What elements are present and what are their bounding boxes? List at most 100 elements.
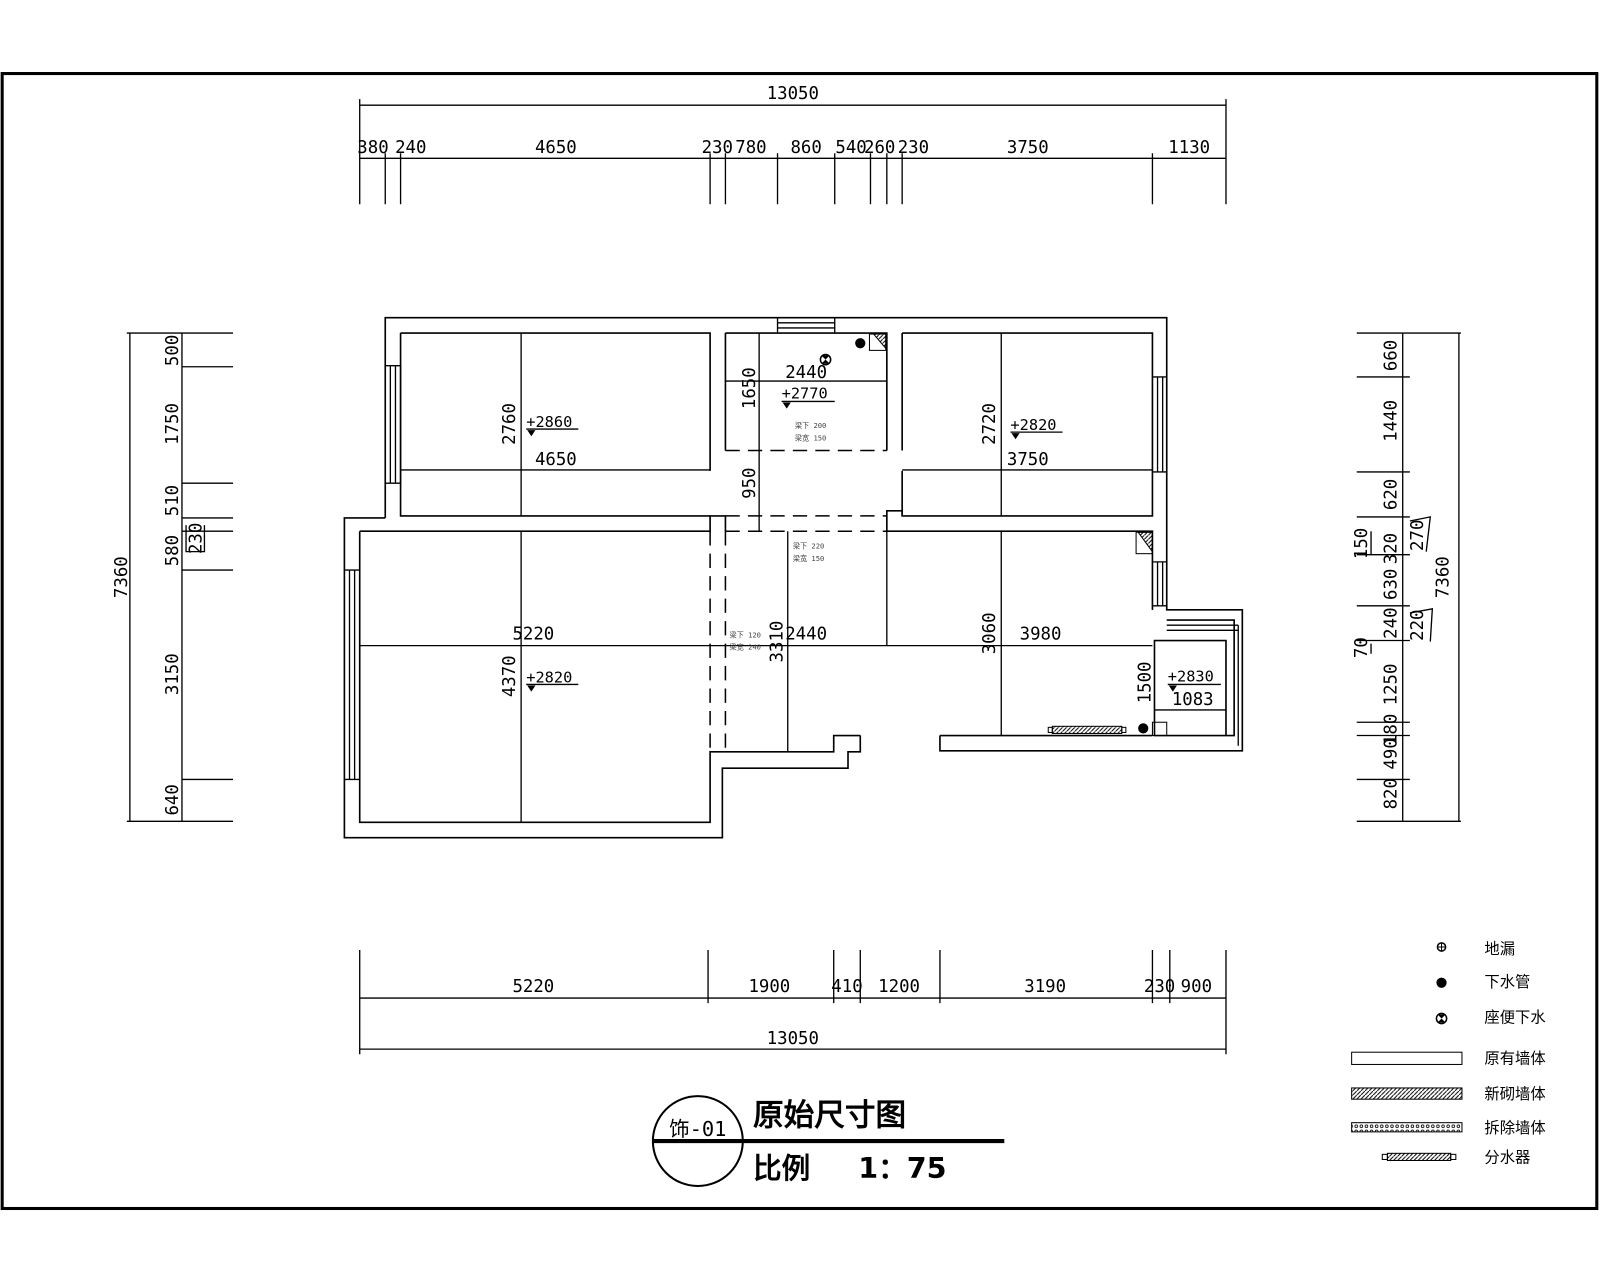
dim-segment: 620: [1382, 479, 1402, 510]
dim-segment: 820: [1382, 778, 1402, 809]
dim-extra: 220: [1408, 610, 1428, 641]
legend-label: 下水管: [1484, 973, 1530, 991]
drain-pipe-icon: [855, 338, 866, 349]
dim-segment: 1750: [163, 403, 183, 445]
legend-label: 新砌墙体: [1484, 1085, 1545, 1103]
bathroom-height: 1650: [740, 367, 760, 409]
dim-segment: 230: [702, 138, 733, 158]
dim-segment: 240: [395, 138, 426, 158]
drawing-title: 原始尺寸图: [753, 1099, 906, 1134]
dim-segment: 1440: [1382, 400, 1402, 442]
balcony-height: 1500: [1135, 661, 1155, 703]
beam-note: 梁宽 150: [795, 433, 826, 442]
existing-wall-icon: [1351, 1051, 1463, 1065]
dim-extra: 150: [1352, 528, 1372, 559]
dim-segment: 630: [1382, 569, 1402, 600]
shaft-icon: [868, 333, 887, 351]
scale-label: 比例: [753, 1151, 810, 1185]
dim-segment: 540: [835, 138, 866, 158]
dim-segment: 1250: [1382, 664, 1402, 706]
dim-segment: 3150: [163, 653, 183, 695]
beam-note: 梁宽 240: [730, 643, 761, 652]
living-height: 3060: [980, 612, 1000, 654]
bottom-dimensions: 13050 5220 1900 410 1200 3190 230 900: [359, 950, 1227, 1055]
legend-label: 分水器: [1484, 1149, 1530, 1167]
walls: [343, 316, 1244, 839]
water-manifold-icon: [1047, 725, 1127, 734]
legend-label: 座便下水: [1484, 1009, 1545, 1027]
bedroom-nw-width: 4650: [535, 450, 577, 470]
drain-pipe-icon: [1436, 977, 1447, 988]
fixtures: [819, 333, 1168, 737]
dining-width: 2440: [785, 624, 827, 644]
dim-segment: 1900: [748, 977, 790, 997]
dim-segment: 640: [163, 784, 183, 815]
dim-segment: 5220: [512, 977, 554, 997]
water-manifold-icon: [1381, 1152, 1457, 1161]
dim-segment: 900: [1181, 977, 1212, 997]
dim-segment: 4650: [535, 138, 577, 158]
dim-segment: 860: [790, 138, 821, 158]
dim-segment: 580: [163, 535, 183, 566]
pipe-box: [1151, 721, 1168, 737]
dim-segment: 230: [898, 138, 929, 158]
dim-extra: 70: [1352, 637, 1372, 658]
dim-segment: 1130: [1168, 138, 1210, 158]
dim-segment: 180: [1382, 714, 1402, 745]
dim-segment: 380: [357, 138, 388, 158]
legend-label: 地漏: [1484, 940, 1515, 958]
beam-note: 梁宽 150: [793, 554, 824, 563]
dim-segment: 3190: [1024, 977, 1066, 997]
sheet-border: [0, 72, 1599, 1211]
bathroom-width: 2440: [785, 363, 827, 383]
legend: 地漏 下水管 座便下水 原有墙体 新砌墙体 拆除墙体 分水器: [1351, 940, 1546, 1167]
shaft-icon: [1135, 531, 1153, 555]
drain-pipe-icon: [1138, 723, 1149, 734]
beam-note: 梁下 120: [730, 630, 761, 639]
dim-segment: 240: [1382, 607, 1402, 638]
bedroom-nw-level: +2860: [526, 413, 572, 431]
dim-segment: 490: [1382, 738, 1402, 769]
dim-segment: 410: [831, 977, 862, 997]
dim-total: 13050: [767, 84, 819, 104]
living-width: 3980: [1020, 624, 1062, 644]
new-wall-icon: [1351, 1087, 1463, 1100]
beam-note: 梁下 200: [795, 421, 826, 430]
right-dimensions: 7360 660 1440 620 320 630 240 1250 180 4…: [1352, 332, 1461, 822]
left-dimensions: 7360 500 1750 510 580 3150 640 230: [112, 332, 234, 822]
beam-note: 梁下 220: [793, 542, 824, 551]
dim-segment: 500: [163, 335, 183, 366]
dim-segment: 660: [1382, 340, 1402, 371]
dim-total: 7360: [1434, 556, 1454, 598]
bedroom-ne-width: 3750: [1007, 450, 1049, 470]
floor-drain-icon: [1436, 942, 1447, 952]
dim-segment: 320: [1382, 533, 1402, 564]
legend-label: 拆除墙体: [1484, 1119, 1545, 1137]
dim-extra: 230: [186, 523, 206, 554]
dim-total: 13050: [767, 1029, 819, 1049]
bathroom-level: +2770: [782, 384, 828, 402]
balcony-width: 1083: [1172, 690, 1214, 710]
scale-value: 1：75: [858, 1151, 946, 1185]
dim-segment: 3750: [1007, 138, 1049, 158]
dim-segment: 510: [163, 485, 183, 516]
sheet-number: 饰-01: [669, 1117, 726, 1141]
corridor-height: 950: [740, 468, 760, 499]
bedroom-ne-level: +2820: [1010, 416, 1056, 434]
room-dimensions: 2760 4650 +2860 2440 1650 +2770 梁下 200 梁…: [359, 333, 1226, 823]
bedroom-nw-height: 2760: [500, 403, 520, 445]
dining-height: 3310: [768, 621, 788, 663]
balcony-level: +2830: [1168, 667, 1214, 685]
top-dimensions: 13050 380 240 4650 230 780 860 540 260 2…: [357, 84, 1227, 205]
dim-segment: 230: [1144, 977, 1175, 997]
dim-segment: 780: [735, 138, 766, 158]
toilet-drain-icon: [1435, 1012, 1448, 1025]
dim-extra: 270: [1408, 520, 1428, 551]
bedroom-ne-height: 2720: [980, 403, 1000, 445]
bedroom-sw-height: 4370: [500, 655, 520, 697]
toilet-drain-icon: [819, 353, 832, 366]
dim-segment: 1200: [878, 977, 920, 997]
legend-label: 原有墙体: [1484, 1049, 1545, 1067]
dim-total: 7360: [112, 556, 132, 598]
